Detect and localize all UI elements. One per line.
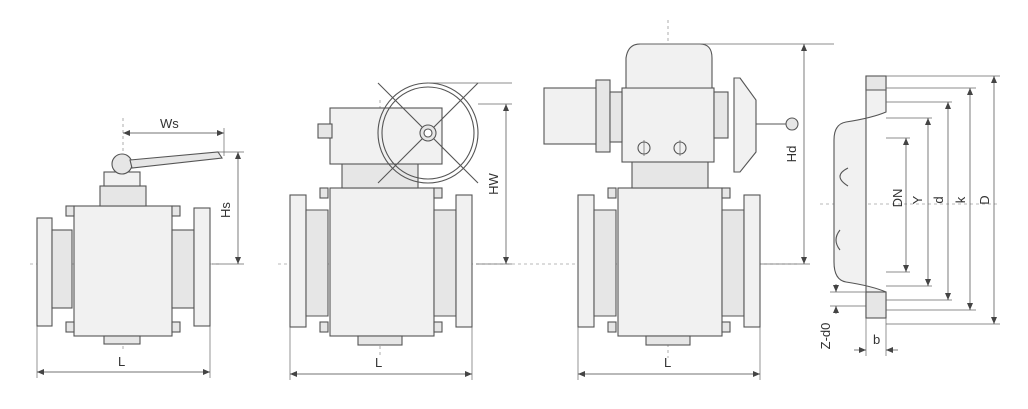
left-neck	[51, 229, 73, 309]
lever-handle	[129, 151, 223, 169]
dim-label-l1: L	[118, 354, 125, 369]
dim-label-d-big: D	[977, 195, 992, 204]
left-flange	[577, 194, 595, 328]
valve-gear-view: HW L	[278, 82, 560, 380]
right-neck	[171, 229, 195, 309]
valve-body	[617, 187, 723, 337]
flange-section	[833, 75, 887, 319]
right-flange	[455, 194, 473, 328]
left-flange	[36, 217, 53, 327]
motor	[543, 87, 601, 145]
valve-actuator-view: Hd L	[543, 20, 834, 380]
bottom-boss	[103, 335, 141, 345]
left-flange	[289, 194, 307, 328]
flange-detail-view: DN Y d k D Z-d0 b	[818, 75, 1000, 356]
dim-label-k: k	[953, 196, 968, 203]
stem-nut	[111, 153, 133, 175]
dim-label-b: b	[873, 332, 880, 347]
valve-lever-view: Ws Hs L	[30, 116, 244, 378]
dim-label-ws: Ws	[160, 116, 179, 131]
actuator-adapter	[631, 159, 709, 189]
bonnet	[99, 185, 147, 207]
actuator-housing	[621, 87, 715, 163]
dim-label-l2: L	[375, 355, 382, 370]
dim-label-l3: L	[664, 355, 671, 370]
dim-label-z-d0: Z-d0	[818, 323, 833, 350]
right-flange	[743, 194, 761, 328]
right-flange	[193, 207, 211, 327]
valve-body	[73, 205, 173, 337]
actuator-top-cover	[625, 43, 713, 89]
dim-label-d-small: d	[931, 196, 946, 203]
valve-body	[329, 187, 435, 337]
dim-label-hs: Hs	[218, 202, 233, 218]
dim-label-hw: HW	[486, 172, 501, 194]
gear-adapter	[341, 161, 419, 189]
dim-label-hd: Hd	[784, 146, 799, 163]
actuator-handwheel	[733, 77, 757, 173]
dim-label-y: Y	[910, 195, 925, 204]
dim-label-dn: DN	[890, 189, 905, 208]
